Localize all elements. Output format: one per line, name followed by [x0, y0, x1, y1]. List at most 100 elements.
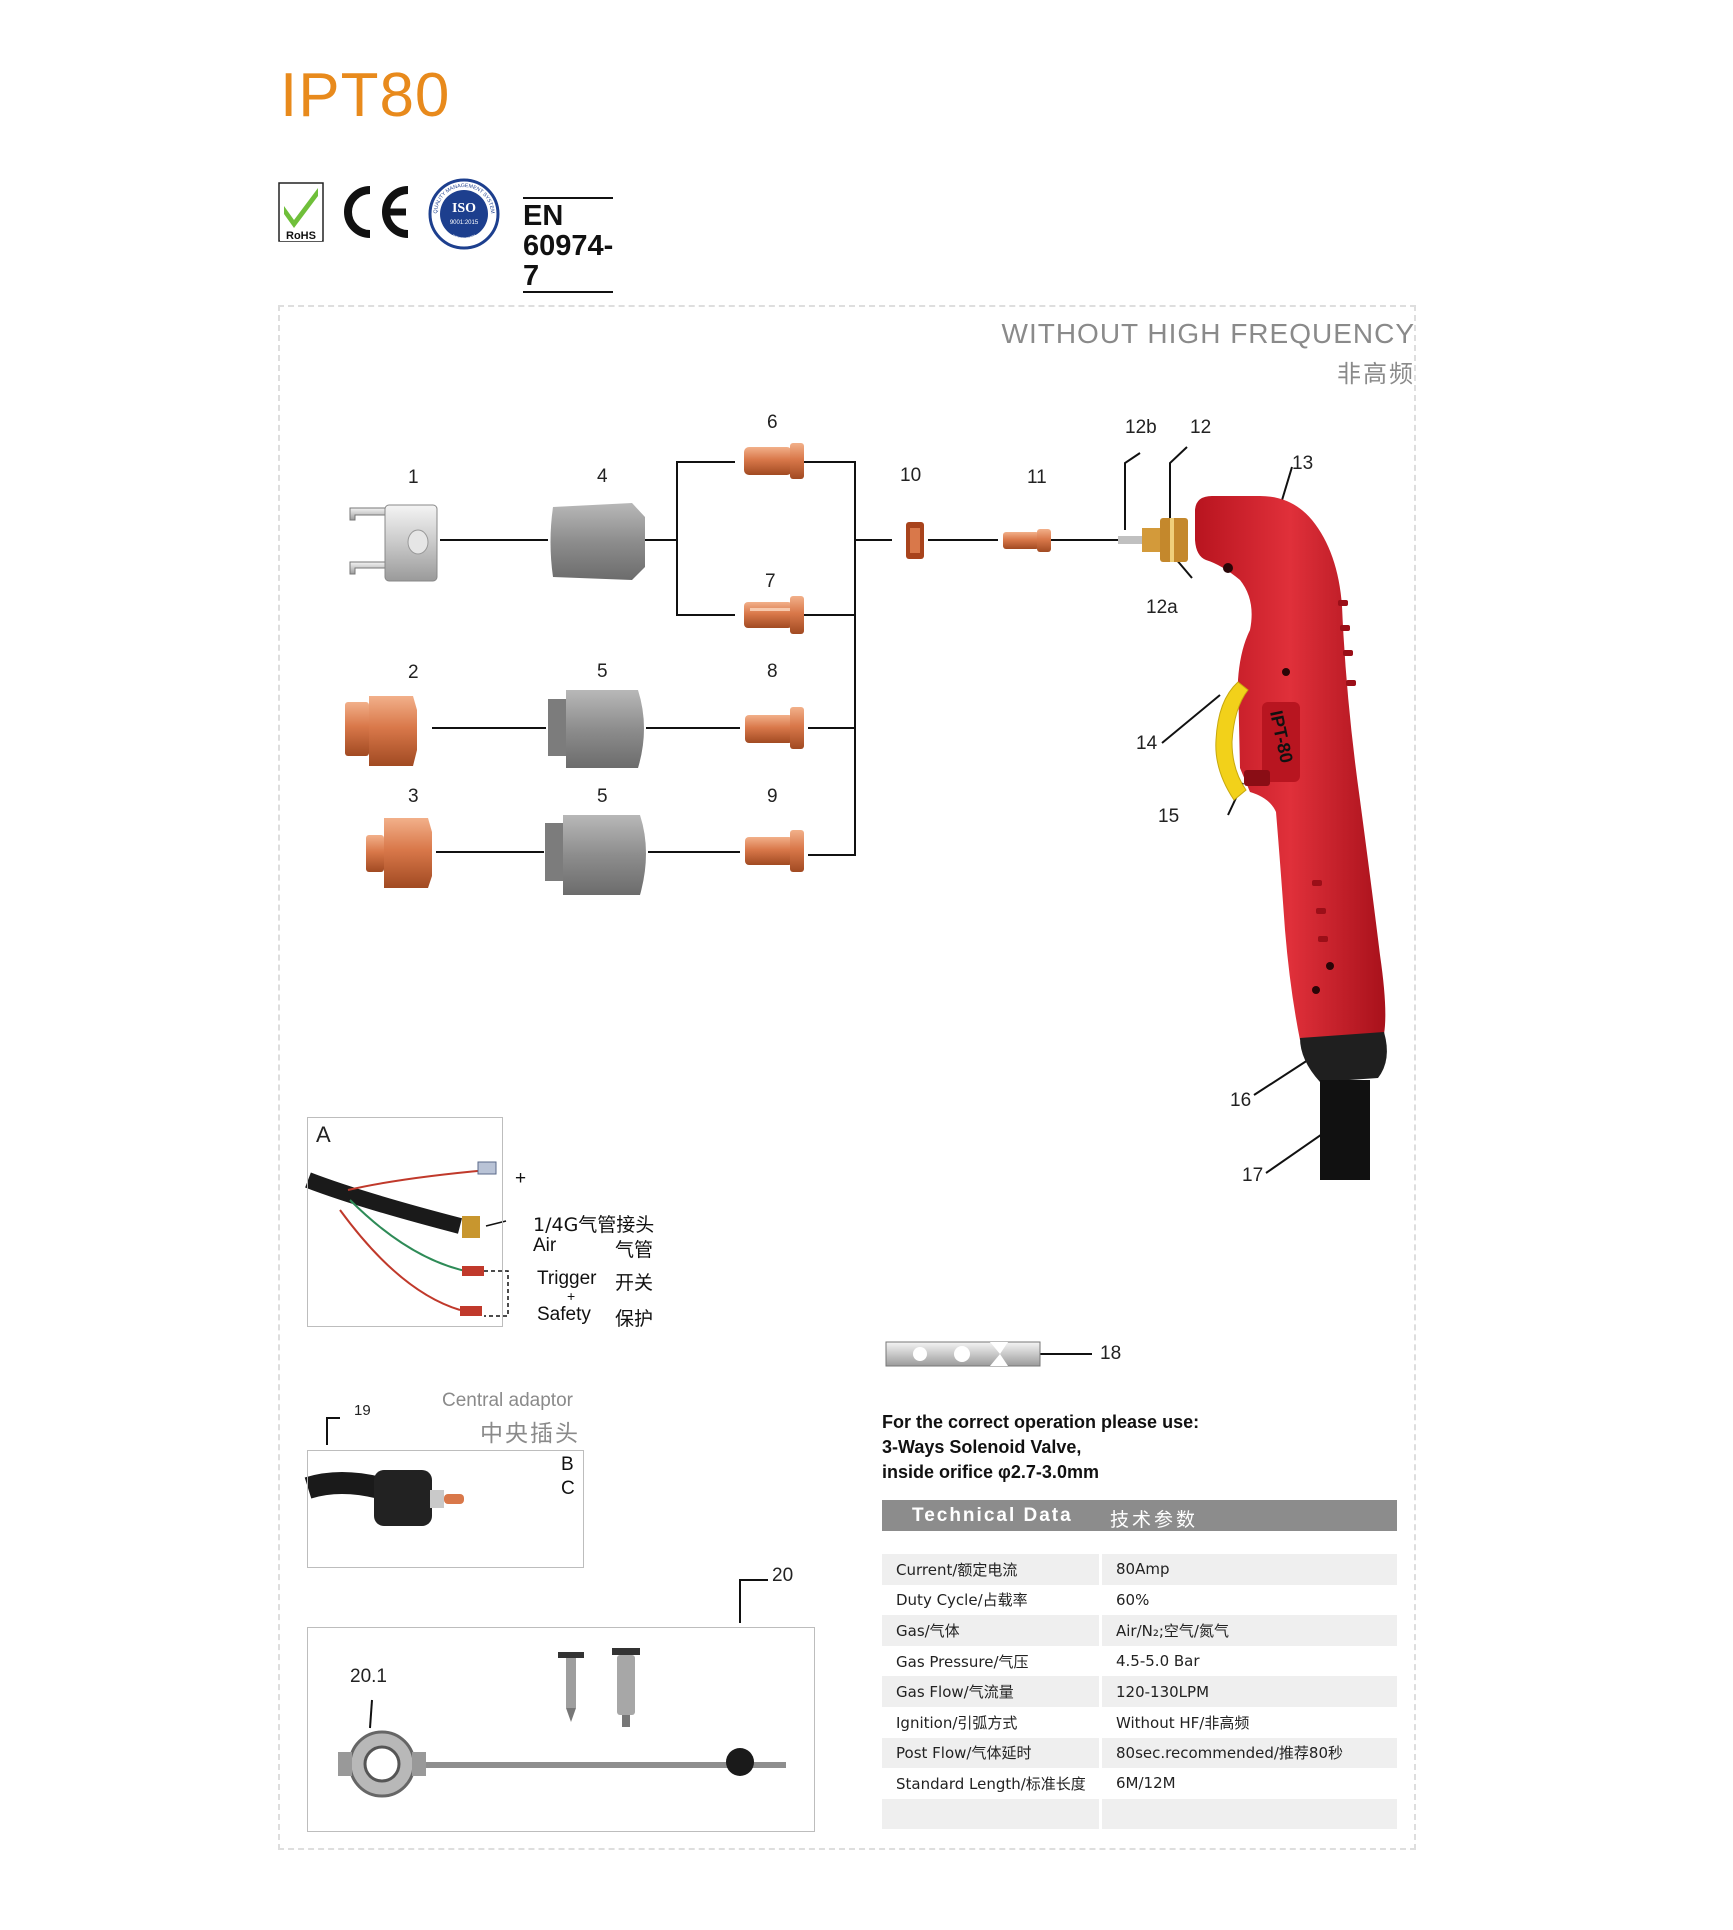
- spec-value: 6M/12M: [1116, 1774, 1176, 1793]
- part-number-9: 9: [767, 786, 778, 807]
- spec-value: 4.5-5.0 Bar: [1116, 1652, 1200, 1671]
- standard-label: EN 60974-7: [523, 197, 614, 293]
- box-a-plus: +: [515, 1168, 527, 1189]
- rohs-icon: RoHS: [278, 182, 324, 242]
- hf-label-en: WITHOUT HIGH FREQUENCY: [1001, 318, 1415, 349]
- part-number-19: 19: [354, 1402, 371, 1419]
- air-label-cn: 气管: [615, 1239, 654, 1261]
- safety-lever-15: [1244, 770, 1270, 786]
- handle-boot-16: [1300, 1032, 1387, 1082]
- box-a-letter: A: [316, 1122, 331, 1147]
- spec-name: Standard Length/标准长度: [882, 1768, 1102, 1799]
- spec-name: Duty Cycle/占载率: [882, 1584, 1102, 1616]
- svg-text:CERTIFIED: CERTIFIED: [450, 234, 478, 244]
- part-8-tip: [745, 707, 804, 749]
- part-number-6: 6: [767, 412, 778, 433]
- part-5-retaining-cup-b: [545, 815, 646, 895]
- trigger-14: [1215, 681, 1249, 801]
- part-number-13: 13: [1292, 453, 1314, 474]
- diagram-frame: [278, 305, 1416, 1850]
- trigger-label-en: Trigger: [537, 1268, 597, 1289]
- part-10-diffuser: [906, 522, 924, 559]
- spec-name: Gas Flow/气流量: [882, 1676, 1102, 1707]
- part-number-10: 10: [900, 465, 922, 486]
- trigger-plus: +: [567, 1288, 576, 1304]
- table-row: Gas Pressure/气压 4.5-5.0 Bar: [882, 1645, 1397, 1677]
- part-number-12a: 12a: [1146, 597, 1178, 618]
- trigger-label-cn: 开关: [615, 1272, 654, 1294]
- cable-17: [1320, 1080, 1370, 1180]
- iso-label: ISO: [452, 201, 476, 216]
- part-11-electrode: [1003, 529, 1051, 552]
- note-line-2: 3-Ways Solenoid Valve,: [882, 1437, 1082, 1457]
- circle-guide-illustration: [338, 1579, 786, 1798]
- part-number-7: 7: [765, 571, 776, 592]
- spec-value: 60%: [1116, 1590, 1150, 1609]
- part-6-tip: [744, 443, 804, 479]
- spec-value: 80Amp: [1102, 1554, 1397, 1585]
- part-7-tip: [744, 596, 804, 634]
- spec-name: Gas/气体: [882, 1615, 1102, 1646]
- box-c-letter-b: B: [561, 1454, 574, 1475]
- part-number-15: 15: [1158, 806, 1180, 827]
- part-number-5b: 5: [597, 786, 608, 807]
- part-number-12: 12: [1190, 417, 1212, 438]
- box-c-letter-c: C: [561, 1478, 575, 1499]
- cable-assembly-a: [305, 1161, 509, 1317]
- part-3-nozzle: [366, 818, 432, 888]
- spec-name: Gas Pressure/气压: [882, 1645, 1102, 1677]
- part-2-nozzle: [345, 696, 417, 766]
- ce-icon: [344, 186, 409, 238]
- part-number-3: 3: [408, 786, 419, 807]
- spec-value: Air/N₂;空气/氮气: [1102, 1615, 1397, 1646]
- technical-data-title-en: Technical Data: [912, 1505, 1073, 1526]
- central-adaptor-label-en: Central adaptor: [442, 1390, 573, 1411]
- note-line-3: inside orifice φ2.7-3.0mm: [882, 1462, 1099, 1482]
- torch-body: IPT-80: [1195, 496, 1386, 1040]
- spec-value: Without HF/非高频: [1116, 1713, 1250, 1732]
- spec-name: [882, 1798, 1102, 1830]
- note-line-1: For the correct operation please use:: [882, 1412, 1200, 1432]
- part-number-8: 8: [767, 661, 778, 682]
- part-18-spanner: [885, 1341, 1041, 1367]
- technical-data-header: Technical Data 技术参数: [882, 1500, 1397, 1531]
- central-adaptor-box: [307, 1450, 584, 1568]
- safety-label-en: Safety: [537, 1304, 591, 1325]
- spec-value: [1102, 1798, 1397, 1830]
- central-adaptor-label-cn: 中央插头: [480, 1421, 580, 1447]
- torch-head-fitting: [1118, 518, 1188, 562]
- part-4-shield-cup: [550, 503, 645, 580]
- table-row: Duty Cycle/占载率 60%: [882, 1584, 1397, 1616]
- spec-name: Ignition/引弧方式: [882, 1706, 1102, 1738]
- spec-value: 80sec.recommended/推荐80秒: [1102, 1737, 1397, 1769]
- iso-certified-icon: ISO 9001:2015 QUALITY MANAGEMENT SYSTEM …: [428, 178, 500, 250]
- cable-assembly-box: [307, 1117, 503, 1327]
- part-number-20-1: 20.1: [350, 1666, 387, 1687]
- part-number-20: 20: [772, 1565, 794, 1586]
- iso-ring-bottom-text: CERTIFIED: [450, 234, 478, 244]
- spec-name: Post Flow/气体延时: [882, 1737, 1102, 1769]
- table-row: [882, 1798, 1397, 1830]
- gas-fitting-label: 1/4G气管接头: [533, 1214, 655, 1236]
- part-number-11: 11: [1027, 467, 1047, 488]
- part-number-14: 14: [1136, 733, 1158, 754]
- part-number-2: 2: [408, 662, 419, 683]
- spec-value: 120-130LPM: [1102, 1676, 1397, 1707]
- part-number-17: 17: [1242, 1165, 1264, 1186]
- operation-note: For the correct operation please use: 3-…: [882, 1410, 1199, 1485]
- technical-data-title-cn: 技术参数: [1110, 1509, 1199, 1531]
- part-9-tip: [745, 830, 804, 872]
- hf-label-cn: 非高频: [1337, 360, 1415, 388]
- central-adaptor-illustration: [304, 1417, 464, 1526]
- part-1-swirl-ring: [349, 504, 438, 582]
- table-row: Ignition/引弧方式 Without HF/非高频: [882, 1706, 1397, 1738]
- part-number-16: 16: [1230, 1090, 1252, 1111]
- rohs-label: RoHS: [286, 230, 316, 242]
- part-number-5a: 5: [597, 661, 608, 682]
